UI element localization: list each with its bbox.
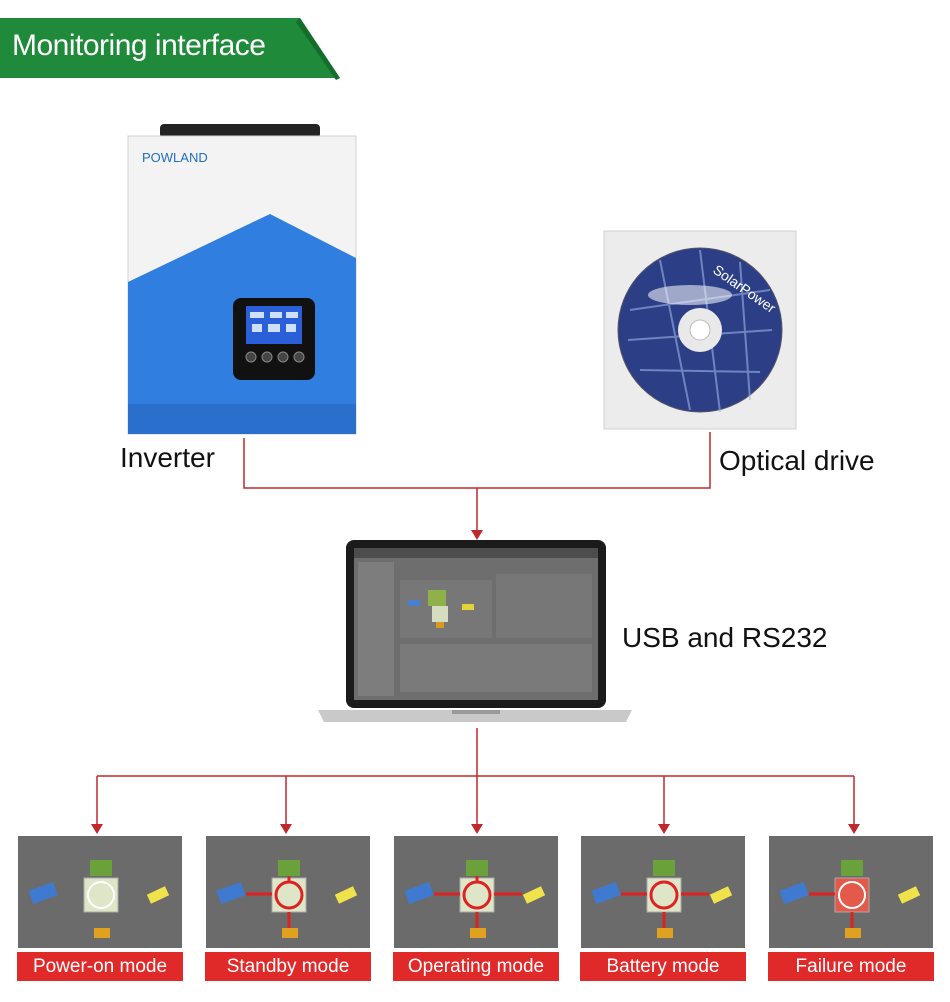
battery-mode-panel [581, 836, 745, 948]
inverter-brand: POWLAND [142, 150, 208, 165]
optical-drive-label: Optical drive [719, 445, 875, 476]
standby-mode-panel [206, 836, 370, 948]
optical-disc-image: SolarPower [603, 230, 797, 430]
connector-lines [243, 432, 711, 534]
failure-mode-label: Failure mode [768, 952, 934, 981]
failure-mode-panel [769, 836, 933, 948]
inverter-label: Inverter [120, 442, 215, 473]
power-on-mode-panel [18, 836, 182, 948]
mode-connector-lines [96, 728, 855, 826]
arrow-to-laptop [471, 530, 483, 540]
page-title: Monitoring interface [12, 29, 266, 62]
operating-mode-panel [394, 836, 558, 948]
inverter-image [127, 124, 357, 435]
operating-mode-label: Operating mode [393, 952, 559, 981]
battery-mode-label: Battery mode [580, 952, 746, 981]
standby-mode-label: Standby mode [205, 952, 371, 981]
connection-label: USB and RS232 [622, 622, 828, 653]
laptop-image [318, 540, 632, 722]
mode-arrows [91, 824, 860, 834]
power-on-mode-label: Power-on mode [17, 952, 183, 981]
